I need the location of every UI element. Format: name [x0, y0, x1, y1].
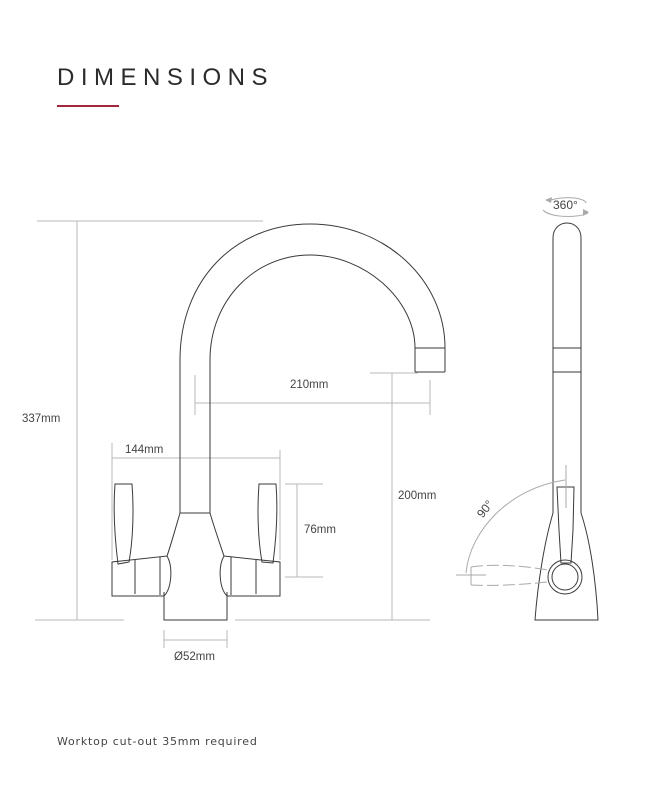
page-title: DIMENSIONS: [57, 64, 275, 91]
handle-span-label: 144mm: [125, 444, 164, 456]
dimension-lines: [35, 220, 431, 648]
base-diameter-label: Ø52mm: [174, 651, 215, 663]
spout-height-label: 200mm: [398, 490, 437, 502]
rotation-arrow-top-icon: [547, 197, 587, 204]
title-accent-rule: [57, 105, 119, 107]
handle-height-label: 76mm: [304, 524, 336, 536]
worktop-note: Worktop cut-out 35mm required: [57, 735, 258, 748]
tap-front-view: [111, 223, 446, 621]
rotation-label: 360°: [553, 198, 578, 212]
angle-guides: [456, 197, 589, 586]
tap-side-view: [534, 222, 599, 621]
angle-arc: [465, 479, 566, 574]
total-height-label: 337mm: [22, 413, 61, 425]
spout-reach-label: 210mm: [290, 379, 329, 391]
